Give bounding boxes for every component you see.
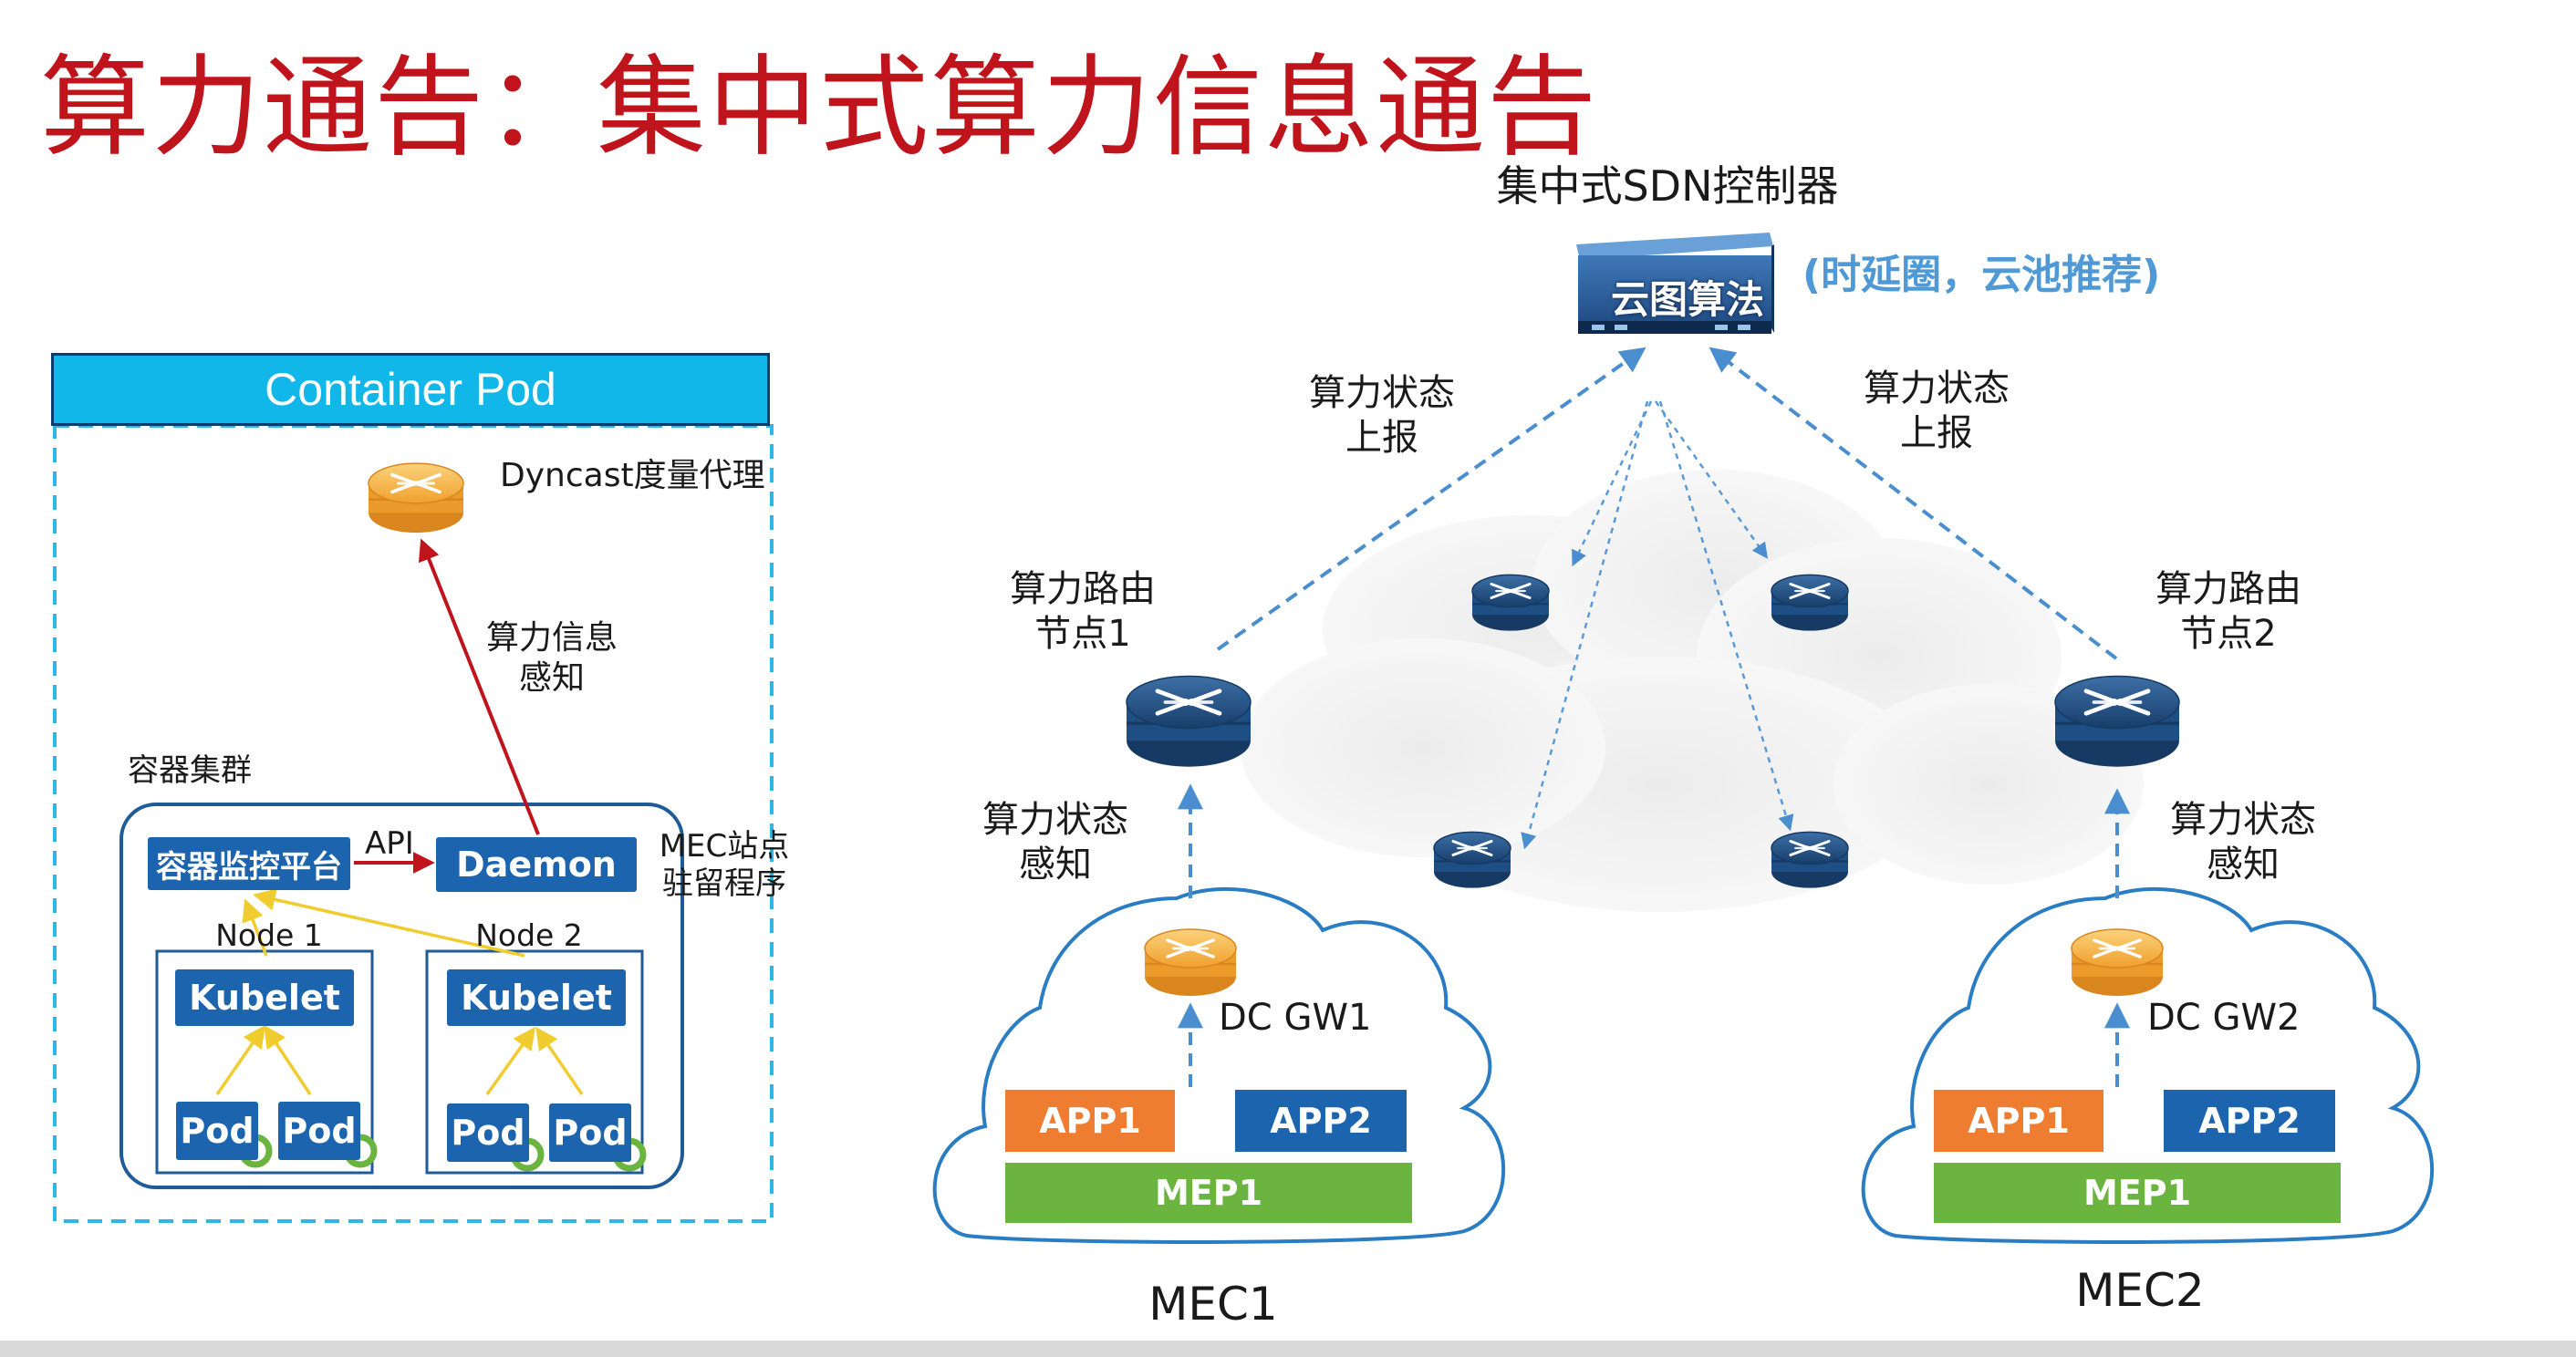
mec-resident-program-label: MEC站点 驻留程序 xyxy=(659,828,790,903)
route-node1-label: 算力路由 节点1 xyxy=(1010,568,1156,655)
controller-fan-links xyxy=(1521,400,1794,850)
node1-pod-b: Pod xyxy=(278,1102,360,1160)
node2-pod-b: Pod xyxy=(549,1103,631,1162)
node1-label: Node 1 xyxy=(215,917,323,953)
container-pod-frame xyxy=(53,424,774,1223)
core-router-icon-4 xyxy=(1771,831,1849,888)
route-node1-router-icon xyxy=(1126,675,1252,767)
controller-note: (时延圈，云池推荐) xyxy=(1802,252,2161,298)
node1-kubelet: Kubelet xyxy=(175,969,354,1026)
slide-title: 算力通告：集中式算力信息通告 xyxy=(40,45,1598,171)
core-router-icon-3 xyxy=(1433,831,1511,888)
mec1-dc-gw-router-icon xyxy=(1144,928,1237,996)
container-cluster-label: 容器集群 xyxy=(128,752,252,789)
sdn-controller-title: 集中式SDN控制器 xyxy=(1496,161,1839,211)
info-sense-label: 算力信息 感知 xyxy=(485,619,618,697)
sdn-controller-server-icon xyxy=(1576,233,1774,334)
info-sense-arrow xyxy=(418,538,540,835)
kubelet-links xyxy=(215,888,584,1096)
node1-pod-a: Pod xyxy=(176,1102,258,1160)
bottom-bar xyxy=(0,1341,2576,1357)
mec2-cloud xyxy=(1861,886,2435,1244)
mec1-mep1: MEP1 xyxy=(1005,1163,1412,1223)
node2-kubelet: Kubelet xyxy=(447,969,626,1026)
mec2-dc-gw-router-icon xyxy=(2071,928,2164,996)
core-router-icon-1 xyxy=(1471,574,1550,631)
mec1-app2: APP2 xyxy=(1235,1090,1407,1152)
mec1-dc-gw-label: DC GW1 xyxy=(1219,997,1372,1039)
core-router-icon-2 xyxy=(1771,574,1849,631)
container-pod-header: Container Pod xyxy=(51,353,770,426)
route-node2-router-icon xyxy=(2054,675,2180,767)
container-monitor-platform: 容器监控平台 xyxy=(148,837,350,890)
report-right-label: 算力状态 上报 xyxy=(1864,368,2010,454)
mec2-mep1: MEP1 xyxy=(1934,1163,2341,1223)
dyncast-agent-router-icon xyxy=(368,462,464,533)
mec2-app2: APP2 xyxy=(2164,1090,2335,1152)
mec1-app1: APP1 xyxy=(1005,1090,1175,1152)
api-label: API xyxy=(365,825,414,862)
sense-right-label: 算力状态 感知 xyxy=(2170,799,2316,886)
dyncast-agent-label: Dyncast度量代理 xyxy=(500,457,765,494)
controller-links xyxy=(1178,347,2130,1087)
node2-pod-a: Pod xyxy=(447,1103,529,1162)
cloud-map-algorithm-label: 云图算法 xyxy=(1610,277,1764,322)
mec1-cloud xyxy=(932,886,1506,1244)
node2-frame xyxy=(425,949,644,1175)
mec2-app1: APP1 xyxy=(1934,1090,2103,1152)
router-icons xyxy=(368,462,2180,996)
daemon-box: Daemon xyxy=(436,837,637,892)
sense-left-label: 算力状态 感知 xyxy=(982,799,1128,886)
route-node2-label: 算力路由 节点2 xyxy=(2155,568,2301,655)
mec2-dc-gw-label: DC GW2 xyxy=(2147,997,2301,1039)
mec1-name: MEC1 xyxy=(1148,1278,1278,1331)
report-left-label: 算力状态 上报 xyxy=(1309,372,1455,459)
container-cluster-frame xyxy=(119,803,684,1189)
mec2-name: MEC2 xyxy=(2075,1264,2205,1317)
node2-label: Node 2 xyxy=(475,917,583,953)
